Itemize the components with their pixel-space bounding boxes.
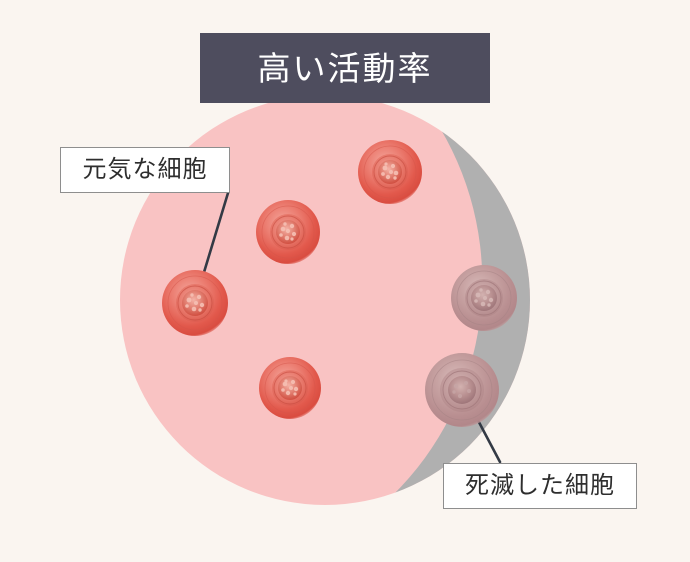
dead-cell bbox=[451, 265, 517, 331]
culture-dish bbox=[120, 103, 530, 505]
healthy-cells-group bbox=[162, 140, 422, 419]
callout-healthy-cells: 元気な細胞 bbox=[60, 147, 230, 193]
healthy-cell bbox=[358, 140, 422, 204]
healthy-cell bbox=[259, 357, 321, 419]
dead-region-wedge bbox=[392, 128, 530, 496]
callout-dead-label: 死滅した細胞 bbox=[465, 472, 615, 499]
callout-dead-cells: 死滅した細胞 bbox=[443, 463, 637, 509]
title-banner: 高い活動率 bbox=[200, 33, 490, 103]
banner-title: 高い活動率 bbox=[257, 49, 433, 87]
healthy-cell-labeled bbox=[162, 270, 228, 336]
dead-cell-labeled bbox=[425, 353, 499, 427]
dead-cells-group bbox=[425, 265, 517, 427]
callout-healthy-label: 元気な細胞 bbox=[82, 156, 208, 183]
healthy-region-circle bbox=[120, 103, 530, 505]
healthy-cell bbox=[256, 200, 320, 264]
